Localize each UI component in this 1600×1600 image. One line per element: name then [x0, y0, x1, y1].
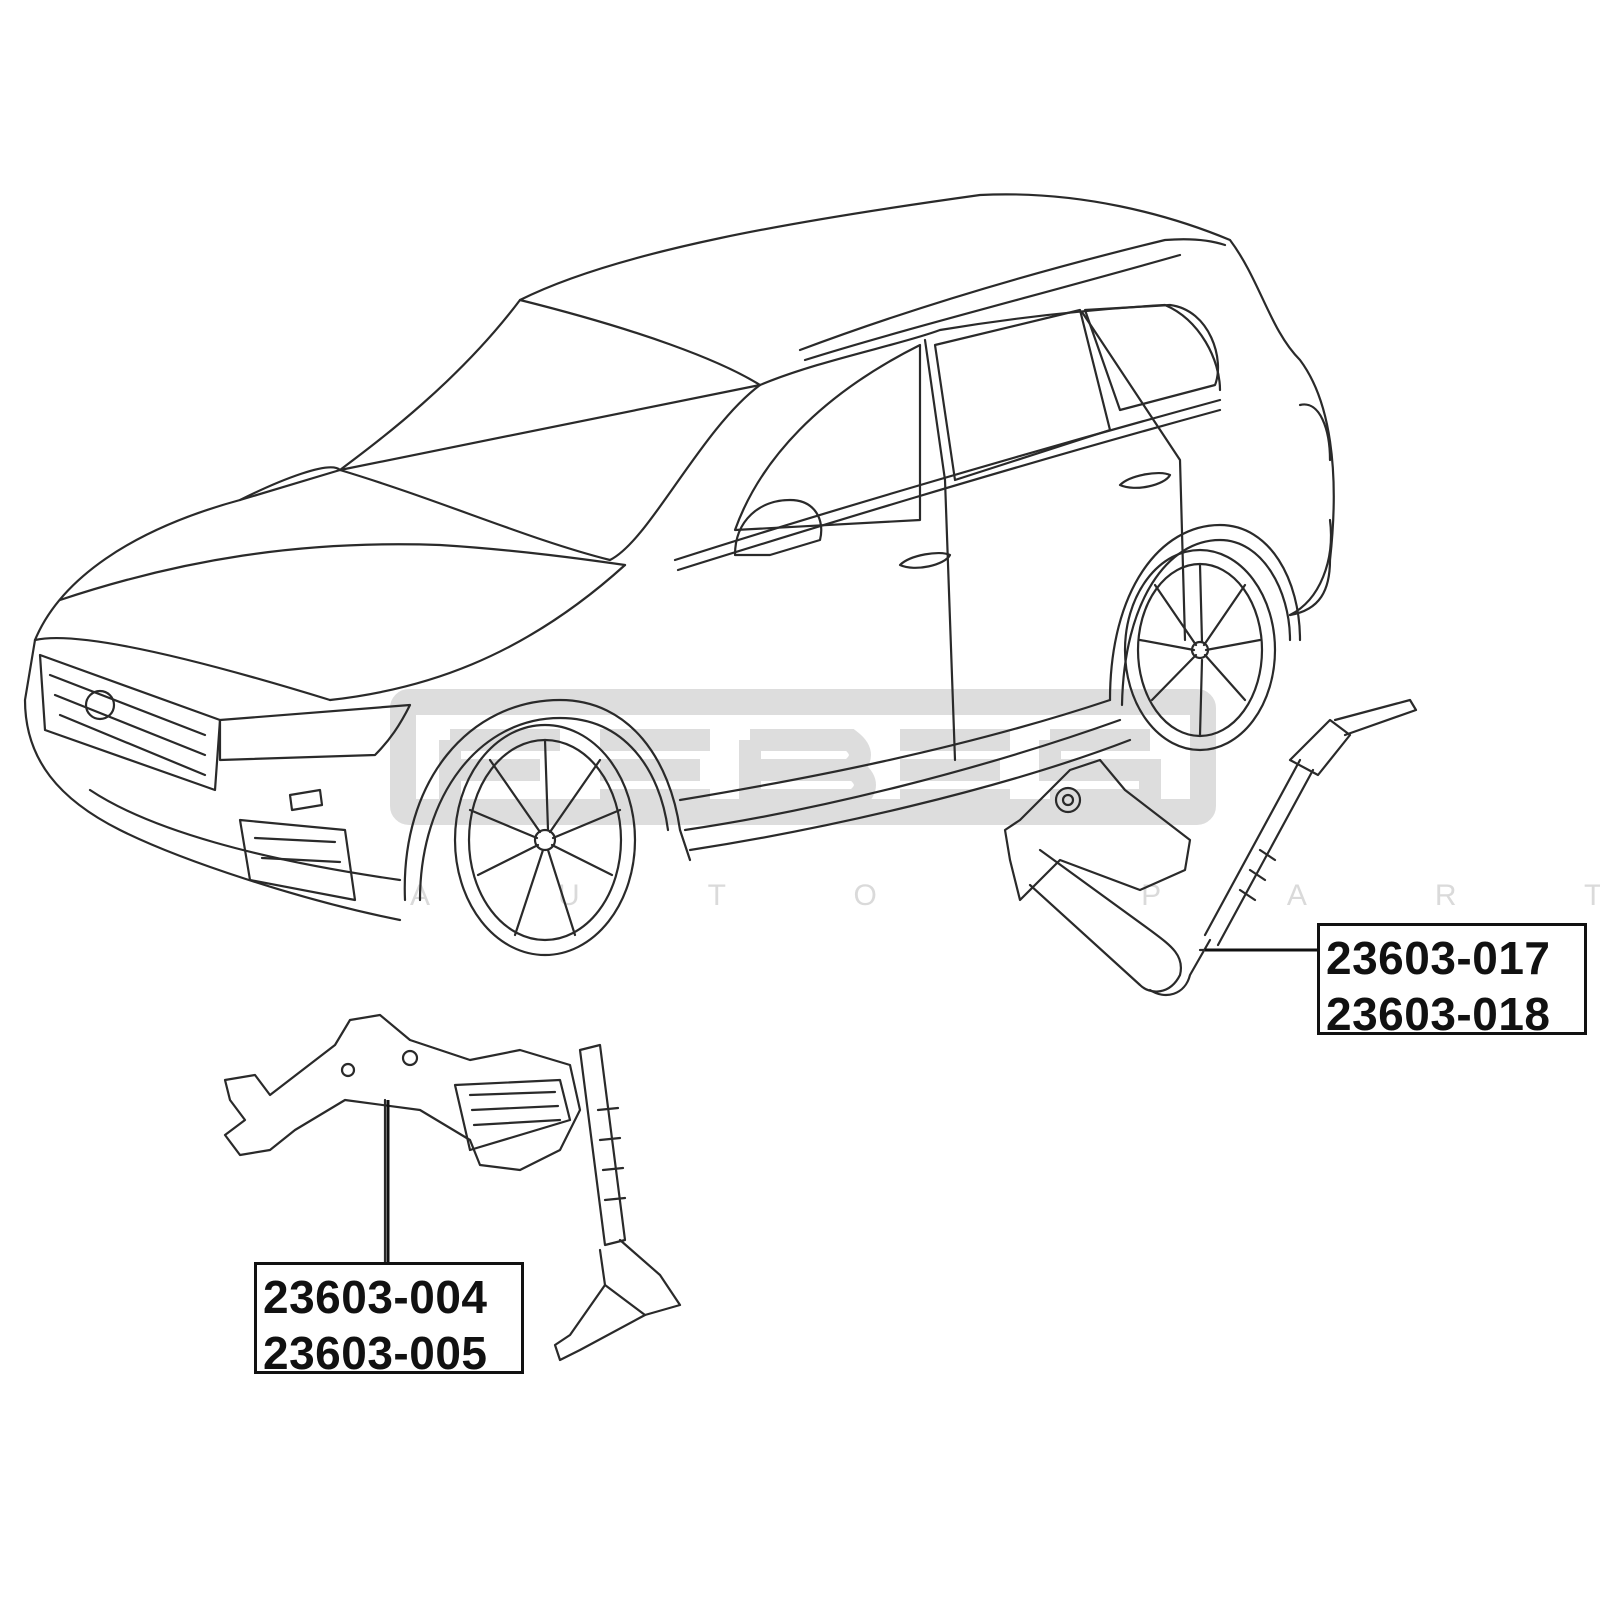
- rear-sensor-part-number-label: 23603-017 23603-018: [1317, 923, 1587, 1040]
- part-number-2: 23603-018: [1326, 988, 1551, 1040]
- part-number-2: 23603-005: [263, 1327, 488, 1379]
- watermark-tagline: AUTO PARTS: [410, 879, 1600, 912]
- vehicle-illustration: [23, 193, 1335, 957]
- front-sensor-part-number-label: 23603-004 23603-005: [254, 1262, 524, 1379]
- front-level-sensor-illustration: [223, 1013, 682, 1362]
- watermark-logo: AUTO PARTS: [390, 689, 1600, 912]
- rear-level-sensor-illustration: [1003, 698, 1418, 997]
- leader-lines: [386, 948, 1317, 1262]
- part-number-1: 23603-004: [263, 1271, 488, 1323]
- part-number-1: 23603-017: [1326, 932, 1551, 984]
